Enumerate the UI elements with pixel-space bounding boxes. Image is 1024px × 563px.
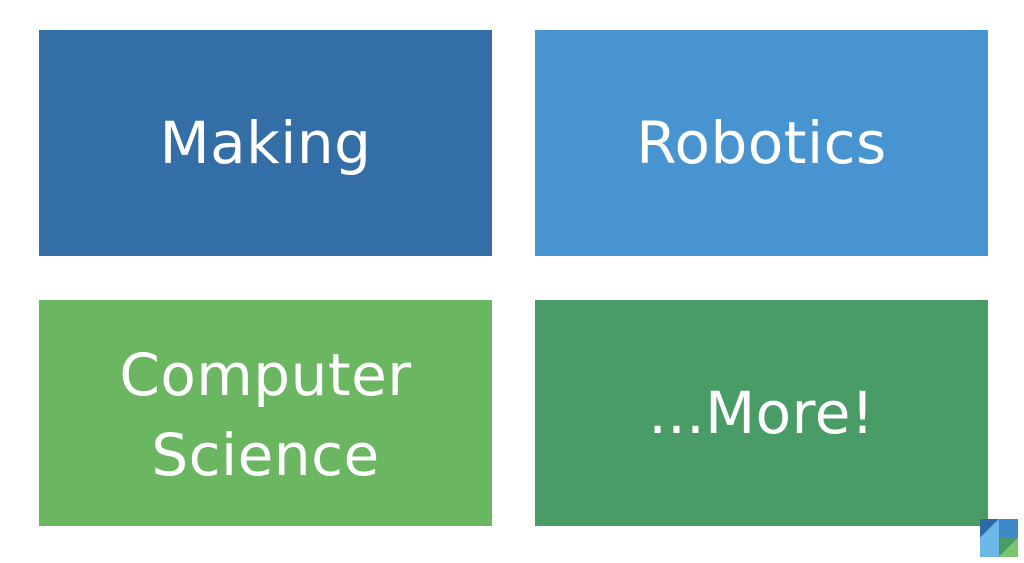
tile-label-robotics: Robotics (636, 108, 887, 177)
corner-logo-icon (980, 519, 1018, 557)
tile-robotics: Robotics (535, 30, 988, 256)
tile-computer-science: Computer Science (39, 300, 492, 526)
tile-label-more: ...More! (648, 378, 875, 447)
logo-shape-3 (980, 519, 999, 557)
tile-more: ...More! (535, 300, 988, 526)
logo-shape-5 (999, 538, 1018, 557)
tile-label-computer-science: Computer Science (119, 340, 412, 489)
logo-shape-2 (999, 519, 1018, 538)
tile-label-making: Making (159, 108, 372, 177)
tile-making: Making (39, 30, 492, 256)
